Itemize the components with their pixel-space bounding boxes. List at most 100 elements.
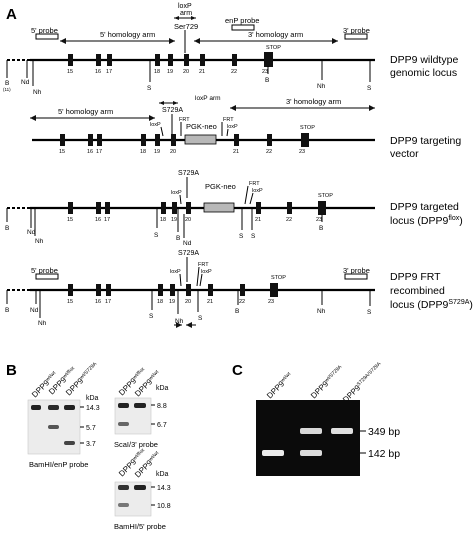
gel-band [262,450,284,456]
arrowhead [149,115,155,121]
site-s-label: S [147,85,152,92]
loxp-site-label: loxP [171,190,182,196]
exon [97,134,102,146]
exon [155,134,160,146]
homology3-label: 3' homology arm [286,97,341,106]
band [64,405,75,410]
lane-label: DPP9wt/wt [265,371,295,401]
blot-scai-3prime: DPP9wt/flox DPP9wt/wt kDa 8.8 6.7 ScaI/3… [114,366,169,449]
exon-number: 20 [185,217,191,223]
pgk-neo-label: PGK-neo [205,182,236,191]
blot-caption: ScaI/3' probe [114,440,158,449]
pcr-gel: DPP9wt/wt DPP9wt/S729A DPP9S729A/S729A 3… [256,361,400,476]
arrowhead [194,38,200,44]
marker-label: 10.8 [157,503,171,510]
probe5-label: 5' probe [31,26,58,35]
site-nd-label: Nd [21,79,30,86]
exon-number: 21 [255,217,261,223]
stop-label: STOP [271,275,286,281]
row-title-line3: locus (DPP9S729A) [390,299,473,311]
kda-label: kDa [156,471,169,478]
pgk-neo-cassette [203,202,235,213]
loxp-site-label: loxP [170,269,181,275]
enp-probe-label: enP probe [225,16,259,25]
exon-number: 21 [233,149,239,155]
size-label-lower: 142 bp [368,448,400,460]
site-nd-label: Nd [27,229,36,236]
exon-number: 23 [268,299,274,305]
loxp-arm-label-1: loxP [178,3,192,10]
exon-number: 22 [231,69,237,75]
exon-number: 16 [87,149,93,155]
band [134,485,146,490]
homology5-label: 5' homology arm [58,107,113,116]
exon [96,54,101,66]
exon [171,134,176,146]
stop-label: STOP [300,125,315,131]
exon-number: 21 [199,69,205,75]
arrowhead [30,115,36,121]
site-s-label: S [239,233,244,240]
site-b-label: B [176,235,180,242]
site-b-label: B [5,225,9,232]
stop-label: STOP [318,193,333,199]
arrowhead [174,16,179,20]
marker-label: 6.7 [157,422,167,429]
band [48,405,59,410]
site-b-label: B [265,77,269,84]
blot-caption: BamHI/enP probe [29,460,88,469]
marker-label: 14.3 [86,405,100,412]
site-s-label: S [251,233,256,240]
frt-site-label: FRT [249,181,260,187]
exon-number: 16 [95,69,101,75]
panel-c-label: C [232,362,243,379]
row-title-line1: DPP9 targeted [390,201,459,213]
pgk-neo-label: PGK-neo [186,122,217,131]
row-frt-recombined: 5' probe 3' probe S729A STOP loxP FRT lo… [5,250,473,328]
site-b-sub: (11) [3,87,11,92]
exon [141,134,146,146]
probe3-box [344,273,368,280]
row-title-line1: DPP9 FRT [390,271,441,283]
loxp-site-label: loxP [252,188,263,194]
homology3-label: 3' homology arm [248,30,303,39]
gel-band [300,428,322,434]
s729a-label: S729A [178,170,199,177]
exon-number: 23 [299,149,305,155]
row-title-line2: vector [390,148,419,160]
frt-pointer [196,266,200,287]
exon [96,202,101,214]
blot-bamhi-enp: DPP9wt/wt DPP9wt/flox DPP9wt/S729A kDa 1… [27,361,100,469]
gel-band [300,450,322,456]
exon-number: 20 [185,299,191,305]
exon [186,284,191,296]
exon-number: 23 [316,217,322,223]
loxp-pointer [179,273,182,287]
arrowhead [159,101,164,105]
row-title-line2: recombined [390,285,445,297]
row-title-line2: genomic locus [390,67,457,79]
site-nh-label: Nh [317,308,326,315]
row-targeting-vector: loxP arm 5' homology arm 3' homology arm… [30,95,461,160]
exon [161,202,166,214]
band [48,425,59,429]
band [118,485,129,490]
exon-number: 19 [169,299,175,305]
exon-number: 17 [104,217,110,223]
exon [256,202,261,214]
kda-label: kDa [86,395,99,402]
site-nh-label: Nh [317,83,326,90]
band [118,503,129,507]
exon-number: 15 [67,217,73,223]
exon-number: 15 [67,69,73,75]
arrowhead [169,38,175,44]
exon-number: 23 [262,69,268,75]
exon-number: 22 [239,299,245,305]
exon [170,284,175,296]
exon [68,202,73,214]
exon [172,202,177,214]
loxp-pointer [226,128,229,137]
exon [88,134,93,146]
exon [68,284,73,296]
